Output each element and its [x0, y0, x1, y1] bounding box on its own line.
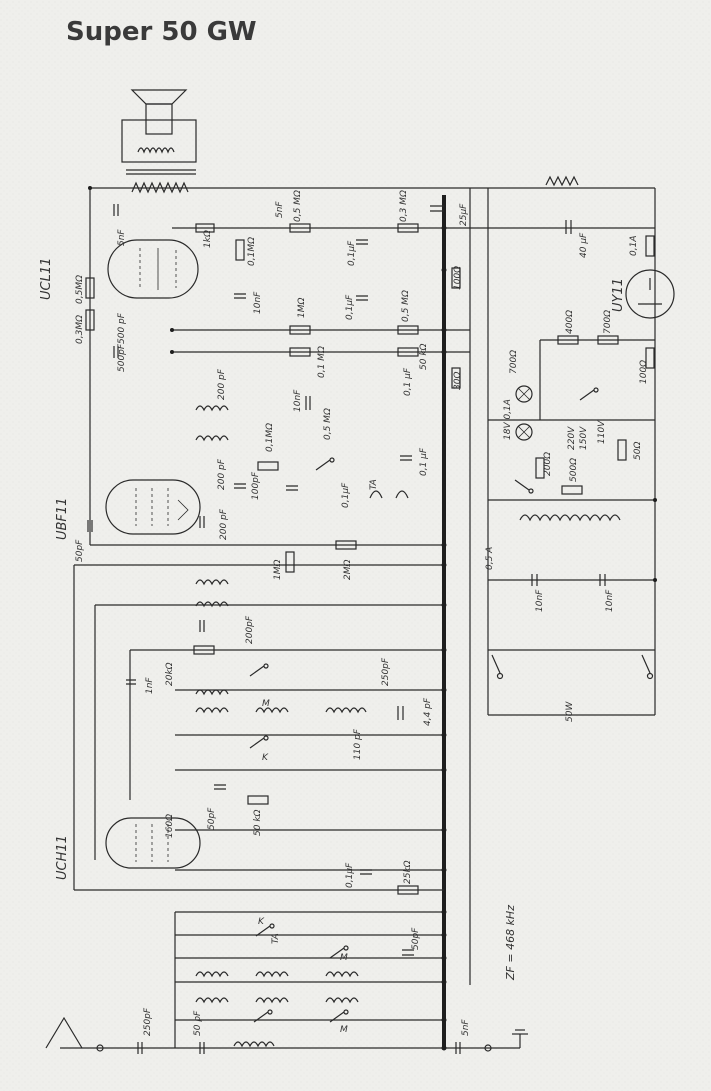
label-c-500pf-b: 500pF — [117, 343, 127, 372]
label-r-200ohm: 200Ω — [543, 452, 553, 476]
ground-icon — [484, 1029, 528, 1052]
label-c-110pf: 110 pF — [353, 728, 363, 760]
label-c-50pf-a: 50pF — [75, 539, 85, 562]
label-r-25kohm: 25kΩ — [403, 860, 413, 884]
label-c-40uf: 40 µF — [579, 232, 589, 258]
label-r-0-5mohm-b: 0,5 MΩ — [401, 290, 411, 322]
label-c-200pf-b: 200 pF — [217, 458, 227, 490]
label-c-100pf: 100pF — [251, 471, 261, 500]
label-r-500ohm: 500Ω — [569, 458, 579, 482]
label-c-10nf-c: 10nF — [535, 589, 545, 612]
label-r-160ohm: 160Ω — [165, 814, 175, 838]
label-c-250pf-ant: 250pF — [143, 1007, 153, 1036]
label-c-10nf-b: 10nF — [293, 389, 303, 412]
label-c-5nf-bottom: 5nF — [461, 1019, 471, 1036]
dial-lamp-icon — [515, 385, 533, 441]
label-c-0-1uf-d: 0,1µF — [341, 482, 351, 508]
label-c-200pf-d: 200pF — [245, 615, 255, 644]
label-v-110: 110V — [597, 420, 607, 444]
ubf11-label: UBF11 — [55, 498, 70, 540]
label-r-0-5mohm-c: 0,5 MΩ — [323, 408, 333, 440]
label-r-50kohm-b: 50 kΩ — [253, 809, 263, 836]
label-switch-k-a: K — [262, 753, 269, 763]
label-r-20kohm: 20kΩ — [165, 662, 175, 686]
label-c-250pf: 250pF — [381, 657, 391, 686]
label-c-0-1uf-c: 0,1 µF — [403, 367, 413, 396]
label-c-1nf: 1nF — [145, 677, 155, 694]
label-r-100ohm-a: 100Ω — [453, 266, 463, 290]
junction-dots — [88, 186, 657, 1051]
label-switch-ta: TA — [369, 479, 379, 490]
label-c-0-1uf-a: 0,1µF — [347, 240, 357, 266]
label-c-500pf-a: 500 pF — [117, 312, 127, 344]
label-r-0-3mohm: 0,3 MΩ — [399, 190, 409, 222]
label-c-0-1uf-b: 0,1µF — [345, 294, 355, 320]
ubf11-tube — [105, 479, 201, 535]
label-switch-m-a: M — [262, 699, 270, 709]
label-r-0-1mohm-b: 0,1 MΩ — [317, 346, 327, 378]
label-r-0-5mohm-left: 0,5MΩ — [75, 275, 85, 304]
label-c-50pf-b: 50pF — [207, 807, 217, 830]
ta-jack-icon — [369, 490, 409, 499]
label-lamp-18v: 18V 0,1A — [503, 399, 513, 440]
label-c-50pf-d: 50 pF — [193, 1010, 203, 1036]
label-r-1kohm: 1kΩ — [203, 230, 213, 248]
label-r-0-3mohm-left: 0,3MΩ — [75, 315, 85, 344]
label-c-10nf-a: 10nF — [253, 291, 263, 314]
label-r-0-5mohm-pot: 0,5 MΩ — [293, 190, 303, 222]
label-switch-ta-b: TA — [271, 933, 281, 944]
ucl11-tube — [107, 239, 199, 299]
uy11-label: UY11 — [611, 278, 626, 312]
label-c-0-1uf-e: 0,1 µF — [419, 447, 429, 476]
label-c-200pf-a: 200 pF — [217, 368, 227, 400]
output-transformer-icon — [126, 147, 196, 194]
label-fuse-0-1a: 0,1A — [629, 236, 639, 256]
loudspeaker-icon — [121, 89, 197, 163]
label-r-700ohm-a: 700Ω — [509, 350, 519, 374]
label-v-220: 220V — [567, 426, 577, 450]
supply-rails — [60, 187, 656, 1049]
uch11-label: UCH11 — [55, 835, 70, 880]
label-c-200pf-c: 200 pF — [219, 508, 229, 540]
label-c-4-4pf: 4,4 pF — [423, 697, 433, 726]
label-c-10nf-d: 10nF — [605, 589, 615, 612]
label-power-50w: 50W — [565, 701, 575, 722]
uch11-tube — [105, 817, 201, 869]
label-r-400ohm: 400Ω — [565, 310, 575, 334]
label-c-0-1uf-f: 0,1µF — [345, 862, 355, 888]
label-r-30ohm: 30Ω — [453, 372, 463, 390]
label-switch-k-b: K — [258, 917, 265, 927]
capacitors — [87, 204, 606, 1054]
label-r-0-1mohm-a: 0,1MΩ — [247, 237, 257, 266]
label-c-5nf-top: 5nF — [117, 229, 127, 246]
rf-coils — [195, 405, 621, 1048]
label-r-700ohm-b: 700Ω — [603, 310, 613, 334]
label-r-2mohm: 2MΩ — [343, 560, 353, 580]
label-c-25uf: 25µF — [459, 203, 469, 226]
label-switch-m-c: M — [340, 1025, 348, 1035]
label-v-150: 150V — [579, 426, 589, 450]
label-r-100ohm-b: 100Ω — [639, 360, 649, 384]
label-r-1mohm-b: 1MΩ — [273, 560, 283, 580]
field-coil-icon — [545, 175, 579, 187]
label-c-5nf-mid: 5nF — [275, 201, 285, 218]
label-c-50pf-c: 50pF — [411, 927, 421, 950]
resistors — [85, 223, 655, 895]
component-labels: 5nF 5nF 0,5 MΩ 0,3 MΩ 25µF 40 µF 0,1A 1k… — [75, 190, 649, 1036]
label-r-1mohm: 1MΩ — [297, 298, 307, 318]
ucl11-label: UCL11 — [39, 258, 54, 300]
label-r-0-1mohm-c: 0,1MΩ — [265, 423, 275, 452]
label-r-50ohm: 50Ω — [633, 442, 643, 460]
switches — [249, 387, 654, 1023]
label-if-freq: ZF = 468 kHz — [504, 905, 517, 981]
antenna-icon — [45, 1016, 104, 1052]
label-r-50kohm: 50 kΩ — [419, 343, 429, 370]
uy11-tube — [625, 269, 675, 319]
label-switch-m-b: M — [340, 953, 348, 963]
schematic-title: Super 50 GW — [66, 17, 257, 47]
label-fuse-0-5a: 0,5 A — [485, 547, 495, 570]
